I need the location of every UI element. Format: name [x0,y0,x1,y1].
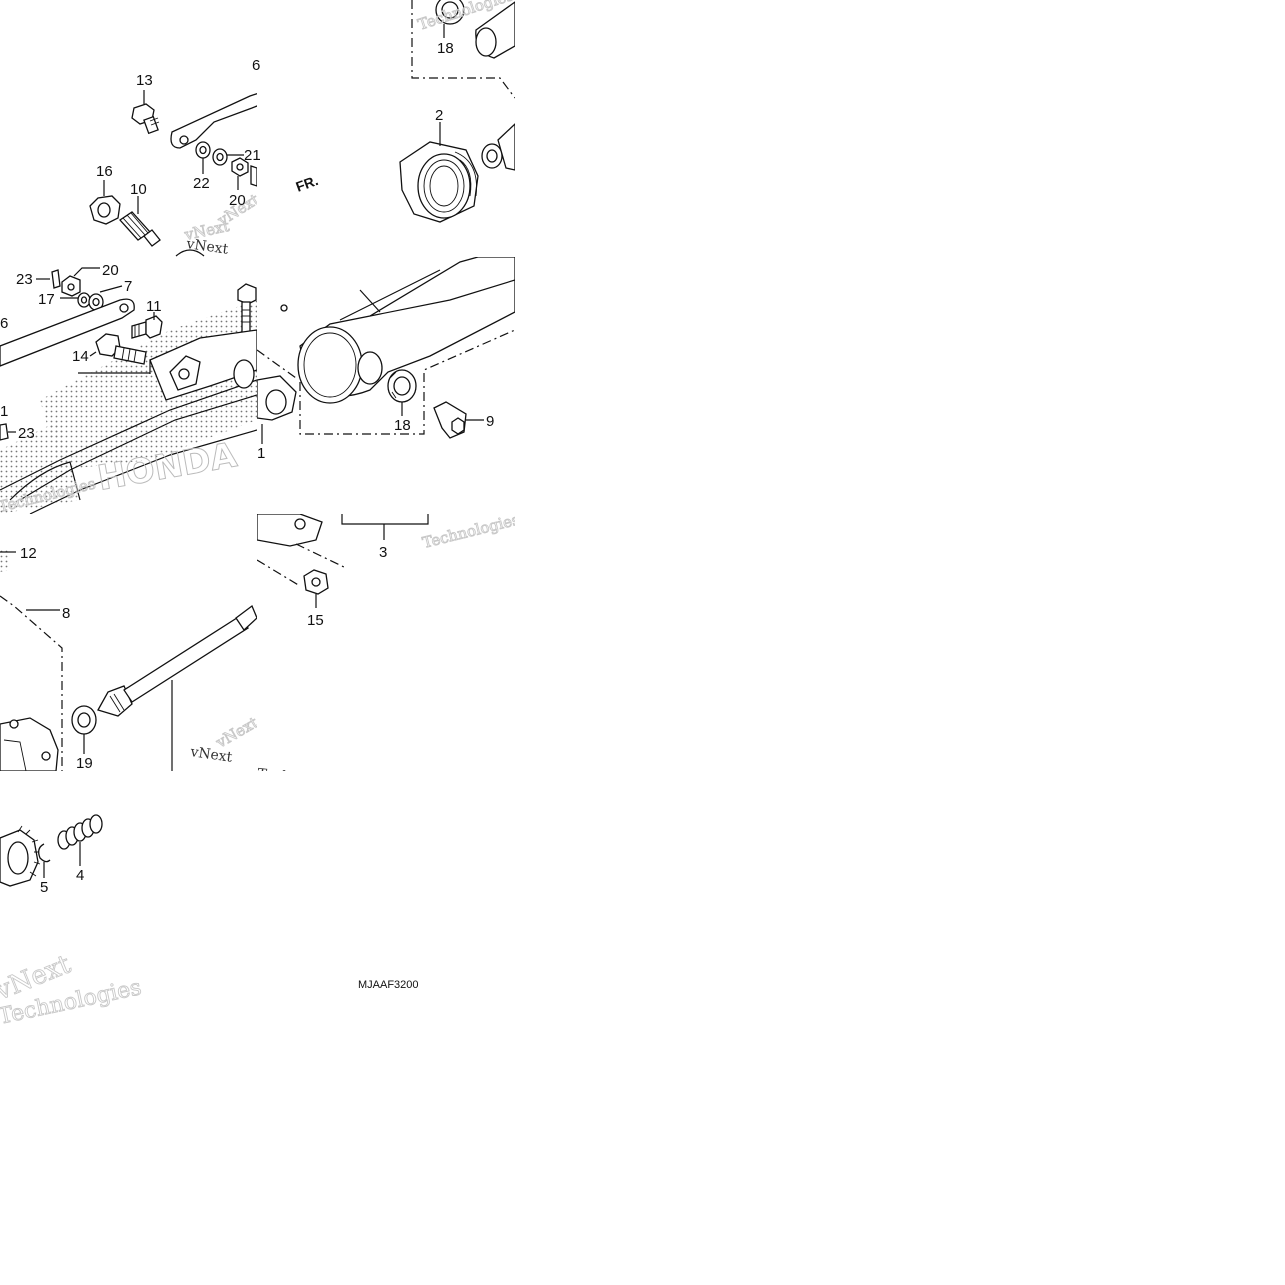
callout-19: 19 [76,755,93,772]
bolt-10-icon [119,211,161,247]
watermark-text: Technologies [258,258,352,280]
callout-15: 15 [307,612,324,629]
tile-e: vNext vNext [0,548,261,771]
callout-2: 2 [435,107,443,124]
callout-18b: 18 [394,417,411,434]
bolt-11-icon [131,315,163,339]
washer-21-icon [212,148,228,166]
joint-icon [481,123,515,171]
stay-arm-icon [170,92,257,149]
callout-22: 22 [193,175,210,192]
watermark-text: vNext [212,713,261,752]
joint-icon [257,514,323,547]
callout-1b: 1 [257,445,265,462]
callout-6: 6 [252,57,260,74]
diagram-code: MJAAF3200 [358,979,419,991]
front-arrow-icon [272,192,304,212]
pivot-bolt-9-icon [433,401,467,439]
gear-icon [0,825,41,887]
bolt-icon [237,283,257,335]
nut-20-icon [231,157,249,177]
tile-f: Technologies Technologies [257,510,522,792]
callout-21: 21 [244,147,261,164]
tile-d [257,257,515,444]
callout-7: 7 [124,278,132,295]
front-arrow-label: FR. [294,172,321,195]
circlip-5-icon [38,843,51,863]
callout-13: 13 [136,72,153,89]
washer-22-icon [195,141,211,159]
tile-a: vNext vNext vNext [89,90,304,258]
tile-b: Technologies [399,0,515,223]
callout-20b: 20 [102,262,119,279]
bearing-19-icon [71,705,97,735]
drive-shaft-icon [97,604,257,717]
callout-14: 14 [72,348,89,365]
callout-23: 23 [16,271,33,288]
watermark-text: Technologies [421,510,522,551]
callout-18: 18 [437,40,454,57]
joint-icon [257,375,297,421]
spring-4-icon [57,814,103,850]
callout-3: 3 [379,544,387,561]
bearing-18-icon [435,0,465,25]
bolt-13-icon [131,103,160,135]
callout-23b: 23 [18,425,35,442]
callout-8: 8 [62,605,70,622]
callout-6b: 6 [0,315,8,332]
watermark-text: vNext [188,744,233,766]
callout-10: 10 [130,181,147,198]
callout-5: 5 [40,879,48,896]
nut-15-icon [303,569,329,595]
callout-9: 9 [486,413,494,430]
watermark-text: Technologies [257,766,351,792]
washer-17-icon [77,292,91,308]
callout-11: 11 [146,298,162,315]
bearing-18-icon [387,369,417,403]
callout-12: 12 [20,545,37,562]
watermark-text: vNext [184,236,229,258]
callout-1: 1 [0,403,8,420]
boot-2-icon [399,141,479,223]
callout-4: 4 [76,867,84,884]
collar-16-icon [89,195,121,225]
callout-17: 17 [38,291,55,308]
callout-20: 20 [229,192,246,209]
tile-g: vNext Technologies [0,814,144,1028]
bolt-14-icon [95,333,147,365]
nut-20-icon [61,275,81,297]
callout-16: 16 [96,163,113,180]
final-gear-case-icon [0,717,59,771]
